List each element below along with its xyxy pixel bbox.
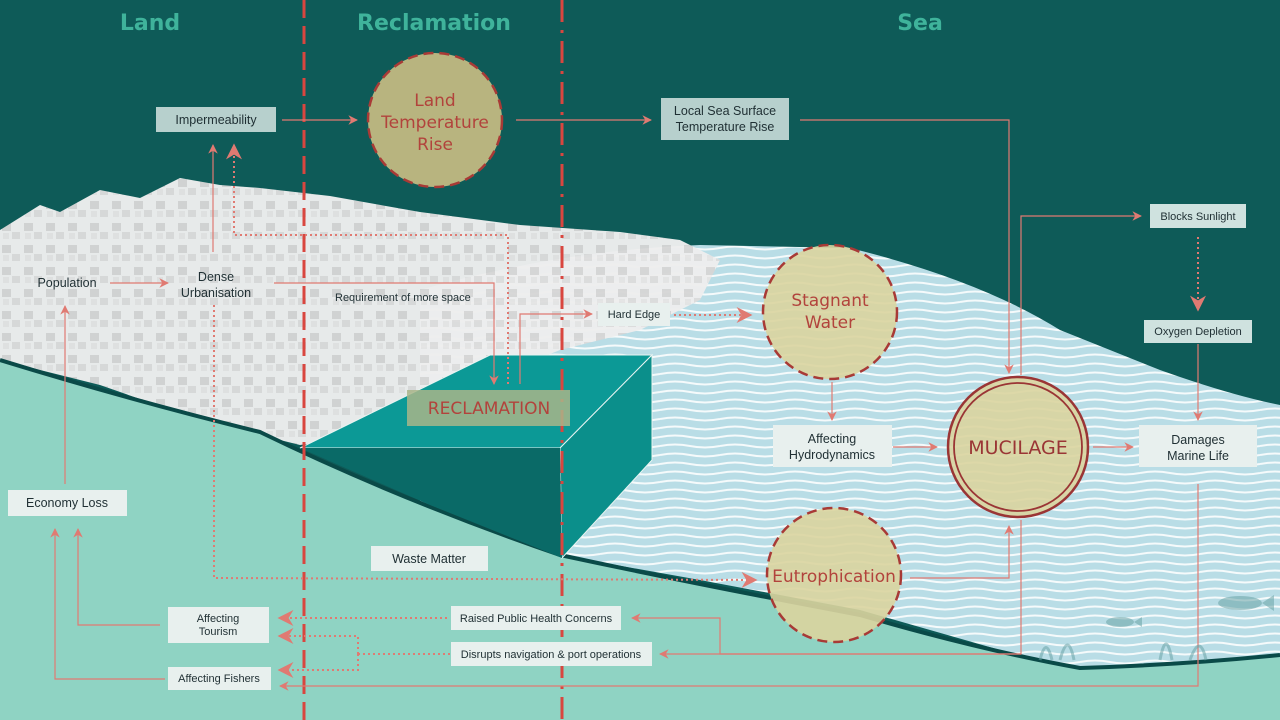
node-affecting-fishers[interactable]: Affecting Fishers (168, 667, 271, 690)
population-label: Population (37, 276, 96, 290)
requirement-space-label: Requirement of more space (335, 292, 471, 304)
reclamation-label: RECLAMATION (428, 399, 550, 419)
dotted-reclamation-impermeability (226, 143, 509, 384)
urbanisation-line-2: Urbanisation (181, 286, 251, 300)
hydro-line-2: Hydrodynamics (789, 448, 875, 462)
node-waste-matter[interactable]: Waste Matter (371, 546, 488, 571)
arrow-damages-fishers (279, 484, 1199, 691)
dotted-navigation-tourism (277, 628, 359, 654)
eutrophication-label: Eutrophication (772, 567, 896, 587)
arrow-eutrophication-mucilage (910, 525, 1014, 579)
node-blocks-sunlight[interactable]: Blocks Sunlight (1150, 204, 1246, 228)
land-temp-line-1: Land (414, 91, 455, 111)
node-affecting-hydrodynamics[interactable]: Affecting Hydrodynamics (773, 425, 892, 467)
tourism-line-1: Affecting (197, 613, 240, 625)
land-temp-line-3: Rise (417, 135, 453, 155)
arrow-mucilage-sunlight (1020, 211, 1142, 375)
region-label-land: Land (120, 11, 180, 36)
region-label-reclamation: Reclamation (357, 11, 511, 36)
tourism-line-2: Tourism (199, 626, 238, 638)
coastline (0, 358, 1280, 671)
reclamation-block-front (300, 448, 562, 558)
stagnant-line-1: Stagnant (791, 291, 869, 311)
arrow-urbanisation-reclamation (274, 282, 499, 385)
land-ground (0, 360, 1280, 720)
impermeability-label: Impermeability (175, 113, 257, 127)
node-eutrophication[interactable]: Eutrophication (765, 506, 903, 644)
node-impermeability[interactable]: Impermeability (156, 107, 276, 132)
hydro-line-1: Affecting (808, 432, 856, 446)
dotted-navigation-fishers (277, 654, 359, 678)
node-reclamation[interactable]: RECLAMATION (407, 390, 570, 426)
node-local-sea-surface-temperature-rise[interactable]: Local Sea Surface Temperature Rise (661, 98, 789, 140)
navigation-label: Disrupts navigation & port operations (461, 649, 642, 661)
damages-line-2: Marine Life (1167, 449, 1229, 463)
public-health-label: Raised Public Health Concerns (460, 613, 613, 625)
dotted-urbanisation-eutrophication (213, 305, 758, 588)
waste-matter-label: Waste Matter (392, 552, 466, 566)
node-population[interactable]: Population (37, 276, 96, 290)
land-temp-line-2: Temperature (380, 113, 489, 133)
node-mucilage[interactable]: MUCILAGE (946, 375, 1090, 519)
sea-life-decoration (1038, 595, 1274, 661)
region-label-sea: Sea (897, 11, 943, 36)
economy-loss-label: Economy Loss (26, 496, 108, 510)
fishers-label: Affecting Fishers (178, 673, 260, 685)
node-hard-edge[interactable]: Hard Edge (598, 303, 670, 326)
node-economy-loss[interactable]: Economy Loss (8, 490, 127, 516)
node-disrupts-navigation[interactable]: Disrupts navigation & port operations (451, 642, 652, 666)
stagnant-line-2: Water (805, 313, 855, 333)
node-damages-marine-life[interactable]: Damages Marine Life (1139, 425, 1257, 467)
node-oxygen-depletion[interactable]: Oxygen Depletion (1144, 320, 1252, 343)
hard-edge-label: Hard Edge (608, 309, 661, 321)
arrow-tourism-economy (73, 528, 160, 626)
node-land-temperature-rise[interactable]: Land Temperature Rise (366, 51, 504, 189)
node-raised-public-health[interactable]: Raised Public Health Concerns (451, 606, 621, 630)
node-dense-urbanisation[interactable]: Dense Urbanisation (181, 270, 251, 300)
node-stagnant-water[interactable]: Stagnant Water (761, 243, 899, 381)
arrow-fishers-economy (50, 528, 165, 680)
urbanisation-line-1: Dense (198, 270, 234, 284)
arrow-seatemp-mucilage (800, 119, 1014, 374)
sea-temp-line-1: Local Sea Surface (674, 104, 776, 118)
blocks-sunlight-label: Blocks Sunlight (1160, 211, 1235, 223)
sea-temp-line-2: Temperature Rise (676, 120, 775, 134)
damages-line-1: Damages (1171, 433, 1225, 447)
oxygen-depletion-label: Oxygen Depletion (1154, 326, 1241, 338)
mucilage-label: MUCILAGE (968, 437, 1068, 459)
arrow-reclamation-hardedge (519, 309, 593, 384)
city-mass (0, 178, 720, 445)
node-affecting-tourism[interactable]: Affecting Tourism (168, 607, 269, 643)
connectors (50, 115, 1206, 691)
